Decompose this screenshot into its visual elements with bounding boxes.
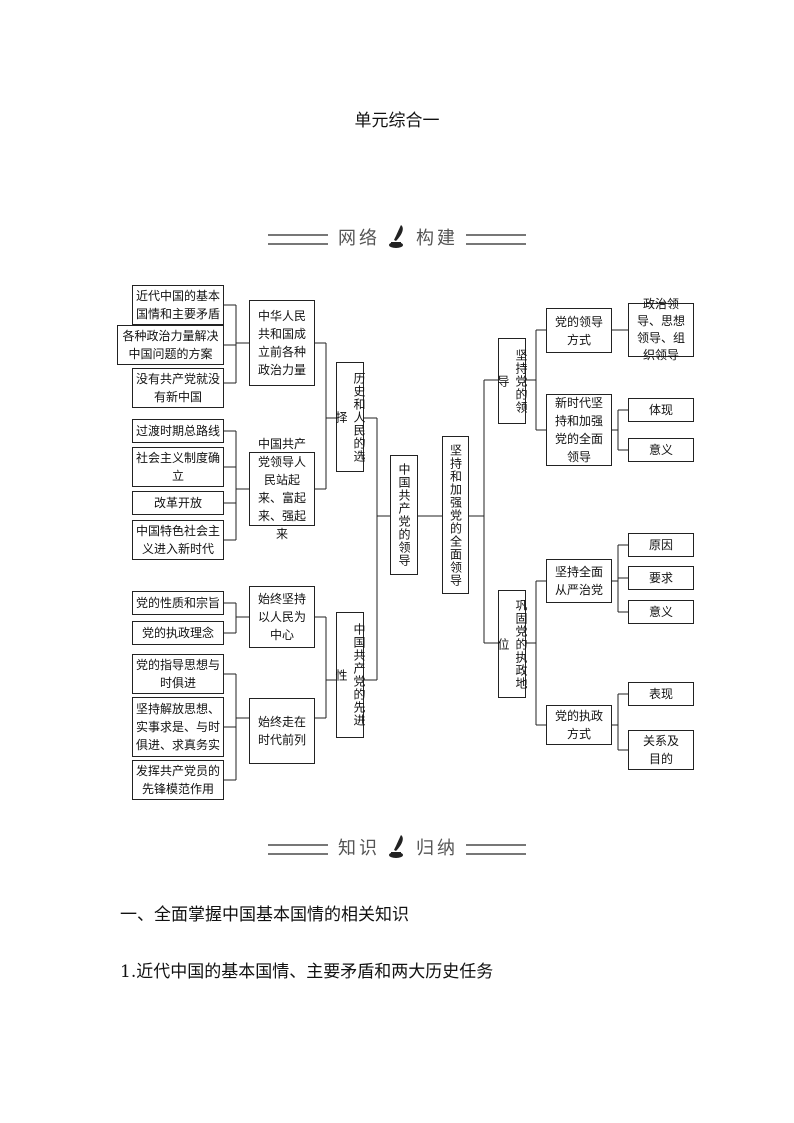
item-transition-line: 过渡时期总路线: [132, 419, 224, 443]
item-manifestation: 表现: [628, 682, 694, 706]
group-ruling-mode: 党的执政方式: [546, 705, 612, 745]
item-emancipate-mind: 坚持解放思想、实事求是、与时俱进、求真务实: [132, 697, 224, 757]
branch-history-choice: 历史和人民的选择: [334, 362, 366, 472]
item-party-nature: 党的性质和宗旨: [132, 591, 224, 615]
group-strict-governance: 坚持全面从严治党: [546, 559, 612, 603]
banner-knowledge-summary: 知识 归纳: [268, 834, 526, 862]
section-subheading: 1.近代中国的基本国情、主要矛盾和两大历史任务: [120, 962, 494, 982]
item-socialist-system: 社会主义制度确立: [132, 447, 224, 487]
group-times-forefront: 始终走在时代前列: [249, 698, 315, 764]
banner-rule: [268, 844, 328, 855]
branch-party-advancement: 中国共产党的先进性: [334, 612, 366, 738]
item-no-communist-no-china: 没有共产党就没有新中国: [132, 368, 224, 408]
banner-left-text: 知识: [338, 838, 380, 859]
item-significance: 意义: [628, 438, 694, 462]
quill-pen-icon: [389, 835, 403, 858]
banner-rule: [466, 234, 526, 245]
item-reason: 原因: [628, 533, 694, 557]
item-embodiment: 体现: [628, 398, 694, 422]
group-political-forces: 中华人民共和国成立前各种政治力量: [249, 300, 315, 386]
item-political-ideological-organizational: 政治领导、思想领导、组织领导: [628, 297, 694, 362]
banner-left-text: 网络: [338, 228, 380, 249]
group-new-era-leadership: 新时代坚持和加强党的全面领导: [546, 394, 612, 466]
item-requirement: 要求: [628, 566, 694, 590]
item-basic-conditions: 近代中国的基本国情和主要矛盾: [132, 285, 224, 325]
item-significance: 意义: [628, 600, 694, 624]
branch-consolidate-ruling: 巩固党的执政地位: [496, 590, 528, 698]
group-people-centered: 始终坚持以人民为中心: [249, 586, 315, 648]
section-heading: 一、全面掌握中国基本国情的相关知识: [120, 905, 409, 925]
item-vanguard-role: 发挥共产党员的先锋模范作用: [132, 760, 224, 800]
group-leadership-mode: 党的领导方式: [546, 308, 612, 353]
group-party-leads-people: 中国共产党领导人民站起来、富起来、强起来: [249, 437, 315, 541]
banner-network-construction: 网络 构建: [268, 224, 526, 252]
center-party-leadership: 中国共产党的领导: [390, 455, 418, 575]
banner-rule: [466, 844, 526, 855]
item-reform-opening: 改革开放: [132, 491, 224, 515]
item-guiding-thought: 党的指导思想与时俱进: [132, 654, 224, 694]
banner-rule: [268, 234, 328, 245]
banner-right-text: 构建: [416, 228, 458, 249]
page-title: 单元综合一: [354, 111, 440, 131]
right-root-comprehensive-leadership: 坚持和加强党的全面领导: [442, 436, 469, 594]
quill-pen-icon: [389, 225, 403, 248]
banner-right-text: 归纳: [416, 838, 458, 859]
item-governing-philosophy: 党的执政理念: [132, 621, 224, 645]
item-new-era: 中国特色社会主义进入新时代: [132, 520, 224, 560]
branch-uphold-leadership: 坚持党的领导: [496, 338, 528, 424]
item-relation-purpose: 关系及目的: [628, 730, 694, 770]
item-political-forces-plans: 各种政治力量解决中国问题的方案: [117, 325, 224, 365]
